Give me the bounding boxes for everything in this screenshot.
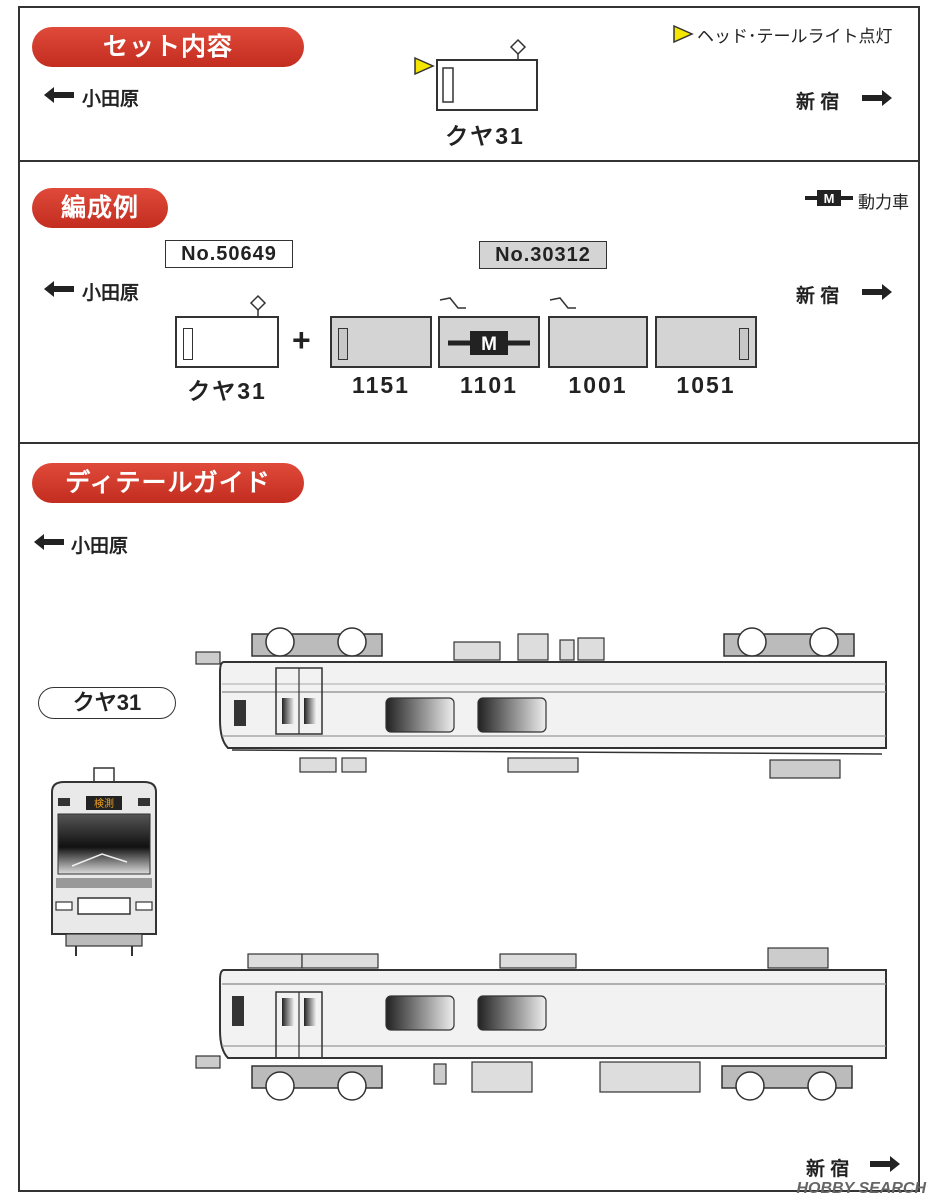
direction-odawara: 小田原 xyxy=(82,89,140,110)
plus-sign: + xyxy=(292,322,311,358)
detail-car-label: クヤ31 xyxy=(38,687,176,719)
arrow-right-icon xyxy=(870,1156,900,1172)
car-side-view-a xyxy=(195,627,887,779)
set-car-diagram xyxy=(414,38,538,111)
arrow-left-icon xyxy=(34,534,64,550)
direction-odawara: 小田原 xyxy=(82,283,140,304)
headlight-legend-icon xyxy=(673,24,694,44)
car-side-view-b xyxy=(195,947,887,1101)
formation-car-label: 1151 xyxy=(352,372,410,398)
arrow-left-icon xyxy=(44,281,74,297)
pantograph-icon xyxy=(439,297,466,309)
car-end-window xyxy=(739,328,749,360)
front-destination-sign: 検測 xyxy=(94,797,114,810)
motor-car-icon: M xyxy=(448,331,530,355)
section-title-formation: 編成例 xyxy=(32,188,168,228)
direction-shinjuku: 新 宿 xyxy=(796,92,840,113)
section-divider xyxy=(18,160,920,162)
motor-legend-label: 動力車 xyxy=(858,193,909,212)
formation-car-label: 1001 xyxy=(568,372,628,398)
direction-odawara: 小田原 xyxy=(71,536,129,557)
arrow-right-icon xyxy=(862,90,892,106)
direction-shinjuku: 新 宿 xyxy=(796,286,840,307)
page-frame xyxy=(18,6,920,1192)
formation-car-label: 1101 xyxy=(460,372,518,398)
car-end-window xyxy=(338,328,348,360)
arrow-left-icon xyxy=(44,87,74,103)
formation-car-kuya31 xyxy=(175,316,279,368)
section-title-set-contents: セット内容 xyxy=(32,27,304,67)
car-end-window xyxy=(183,328,193,360)
watermark: HOBBY SEARCH xyxy=(796,1180,927,1197)
arrow-right-icon xyxy=(862,284,892,300)
direction-shinjuku: 新 宿 xyxy=(806,1159,850,1180)
motor-legend-icon: M xyxy=(805,190,853,206)
formation-car-label: クヤ31 xyxy=(187,378,267,404)
formation-car-1101: M xyxy=(438,316,540,368)
formation-car-1001 xyxy=(548,316,648,368)
set-car-label: クヤ31 xyxy=(445,123,525,149)
svg-text:M: M xyxy=(481,334,497,355)
section-divider xyxy=(18,442,920,444)
formation-car-1151 xyxy=(330,316,432,368)
svg-text:M: M xyxy=(824,191,835,206)
car-front-view: 検測 xyxy=(51,767,157,956)
product-number-b: No.30312 xyxy=(479,241,607,269)
formation-car-label: 1051 xyxy=(676,372,736,398)
section-title-detail-guide: ディテールガイド xyxy=(32,463,304,503)
headlight-legend-label: ヘッド･テールライト点灯 xyxy=(697,27,893,46)
formation-car-1051 xyxy=(655,316,757,368)
product-number-a: No.50649 xyxy=(165,240,293,268)
pantograph-icon xyxy=(549,297,576,309)
